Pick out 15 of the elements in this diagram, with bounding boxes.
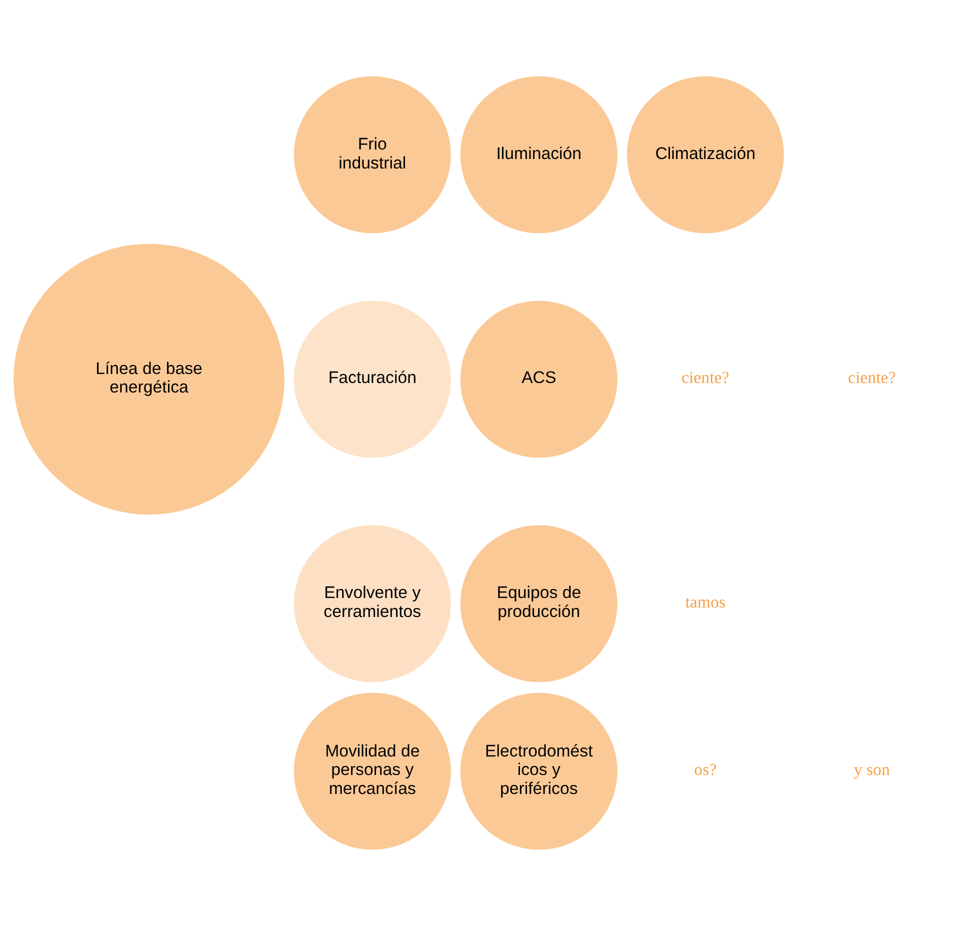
node-circle: Iluminación (458, 74, 620, 235)
node-circle: ACS (458, 298, 620, 460)
node-circle: Frio industrial (292, 74, 454, 235)
node-circle: Línea de base energética (12, 241, 287, 516)
node-circle: Movilidad de personas y mercancías (292, 690, 454, 852)
label: ciente? (682, 368, 730, 387)
node-circle: Electrodomésticos y periféricos (458, 690, 620, 852)
label: os? (694, 760, 717, 779)
label: ciente? (848, 368, 896, 387)
label: y son (854, 760, 890, 779)
node-circle: Equipos de producción (458, 522, 620, 684)
node-circle: Facturación (292, 298, 454, 460)
node-circle: Envolvente y cerramientos (292, 522, 454, 684)
label: tamos (685, 592, 726, 612)
node-circle: Climatización (624, 74, 786, 235)
